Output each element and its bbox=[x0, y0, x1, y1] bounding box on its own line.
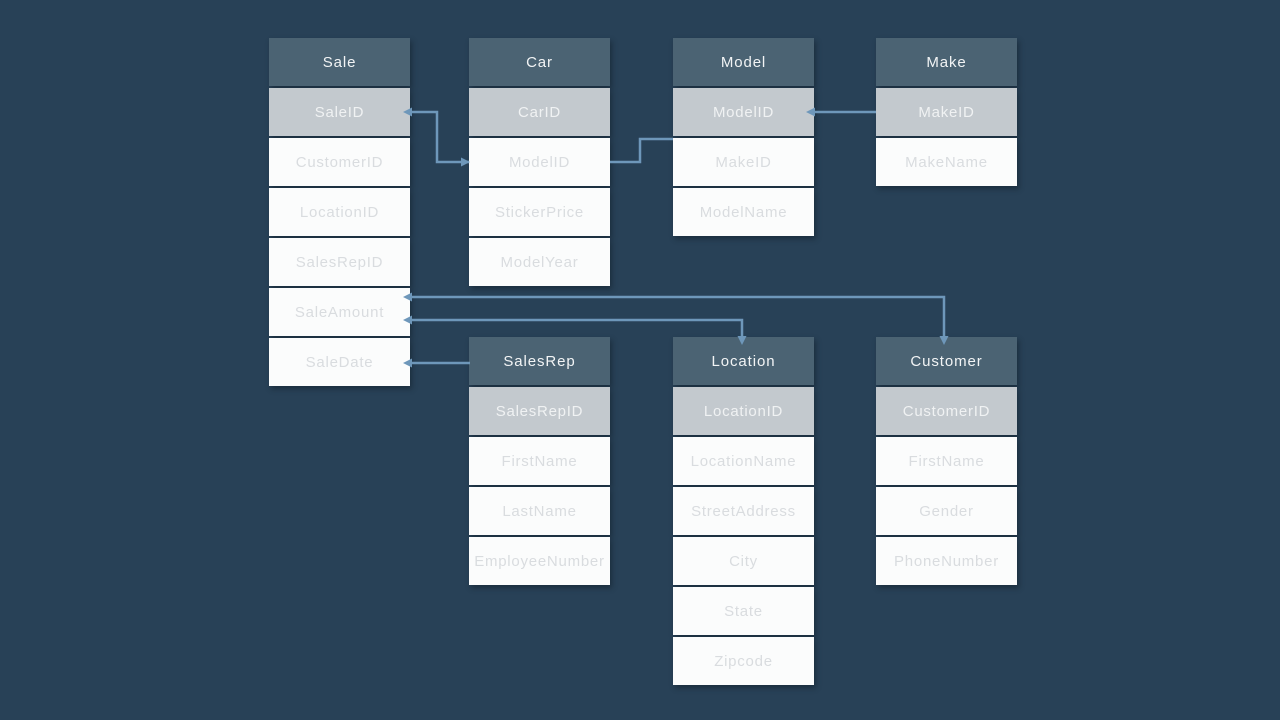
table-customer-field-phonenumber: PhoneNumber bbox=[876, 537, 1017, 585]
connector-sale-car bbox=[410, 110, 469, 164]
table-model-header: Model bbox=[673, 38, 814, 86]
table-make-field-makename: MakeName bbox=[876, 138, 1017, 186]
table-sale-header: Sale bbox=[269, 38, 410, 86]
table-salesrep-header: SalesRep bbox=[469, 337, 610, 385]
table-salesrep-field-lastname: LastName bbox=[469, 487, 610, 535]
table-car-header: Car bbox=[469, 38, 610, 86]
table-salesrep-field-firstname: FirstName bbox=[469, 437, 610, 485]
table-customer-header: Customer bbox=[876, 337, 1017, 385]
table-customer-field-customerid-primary-key: CustomerID bbox=[876, 387, 1017, 435]
table-make-field-makeid-primary-key: MakeID bbox=[876, 88, 1017, 136]
table-customer-field-firstname: FirstName bbox=[876, 437, 1017, 485]
table-salesrep-field-salesrepid-primary-key: SalesRepID bbox=[469, 387, 610, 435]
table-location-field-state: State bbox=[673, 587, 814, 635]
table-location-header: Location bbox=[673, 337, 814, 385]
table-salesrep-field-employeenumber: EmployeeNumber bbox=[469, 537, 610, 585]
table-location-field-streetaddress: StreetAddress bbox=[673, 487, 814, 535]
table-sale-field-saleid-primary-key: SaleID bbox=[269, 88, 410, 136]
connector-sale-customer bbox=[410, 295, 946, 337]
table-make-header: Make bbox=[876, 38, 1017, 86]
table-model-field-modelname: ModelName bbox=[673, 188, 814, 236]
table-car-field-stickerprice: StickerPrice bbox=[469, 188, 610, 236]
table-location-field-city: City bbox=[673, 537, 814, 585]
table-location-field-zipcode: Zipcode bbox=[673, 637, 814, 685]
table-customer-field-gender: Gender bbox=[876, 487, 1017, 535]
table-car-field-modelyear: ModelYear bbox=[469, 238, 610, 286]
table-sale-field-saleamount: SaleAmount bbox=[269, 288, 410, 336]
table-sale-field-locationid: LocationID bbox=[269, 188, 410, 236]
table-location-field-locationname: LocationName bbox=[673, 437, 814, 485]
table-model-field-makeid: MakeID bbox=[673, 138, 814, 186]
table-car-field-modelid: ModelID bbox=[469, 138, 610, 186]
table-location-field-locationid-primary-key: LocationID bbox=[673, 387, 814, 435]
table-model-field-modelid-primary-key: ModelID bbox=[673, 88, 814, 136]
connector-car-model bbox=[610, 137, 673, 164]
table-sale-field-customerid: CustomerID bbox=[269, 138, 410, 186]
table-sale-field-saledate: SaleDate bbox=[269, 338, 410, 386]
table-sale-field-salesrepid: SalesRepID bbox=[269, 238, 410, 286]
connector-sale-location bbox=[410, 318, 744, 337]
table-car-field-carid-primary-key: CarID bbox=[469, 88, 610, 136]
